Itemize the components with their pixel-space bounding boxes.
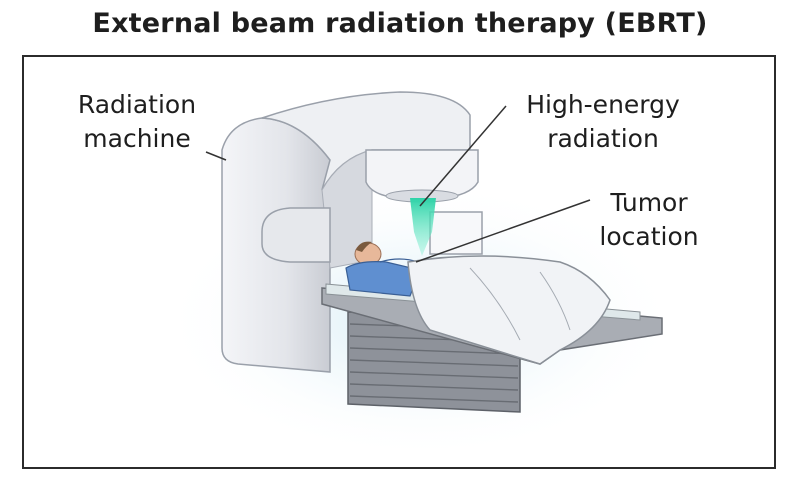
label-high-energy-radiation: High-energy radiation xyxy=(498,88,708,156)
diagram-title: External beam radiation therapy (EBRT) xyxy=(92,8,708,39)
patient xyxy=(345,241,611,365)
label-line: High-energy xyxy=(526,90,680,119)
machine-gantry xyxy=(261,91,471,191)
label-line: location xyxy=(599,222,699,251)
label-line: radiation xyxy=(547,124,659,153)
label-line: machine xyxy=(83,124,191,153)
leader-tumor xyxy=(415,199,591,263)
radiation-beam xyxy=(410,198,436,256)
label-line: Tumor xyxy=(610,188,688,217)
label-radiation-machine: Radiation machine xyxy=(52,88,222,156)
label-tumor-location: Tumor location xyxy=(564,186,734,254)
leader-machine xyxy=(205,151,227,161)
machine-bore xyxy=(321,149,373,269)
label-line: Radiation xyxy=(77,90,197,119)
machine-side-arm xyxy=(261,207,331,263)
leader-radiation xyxy=(419,105,507,207)
